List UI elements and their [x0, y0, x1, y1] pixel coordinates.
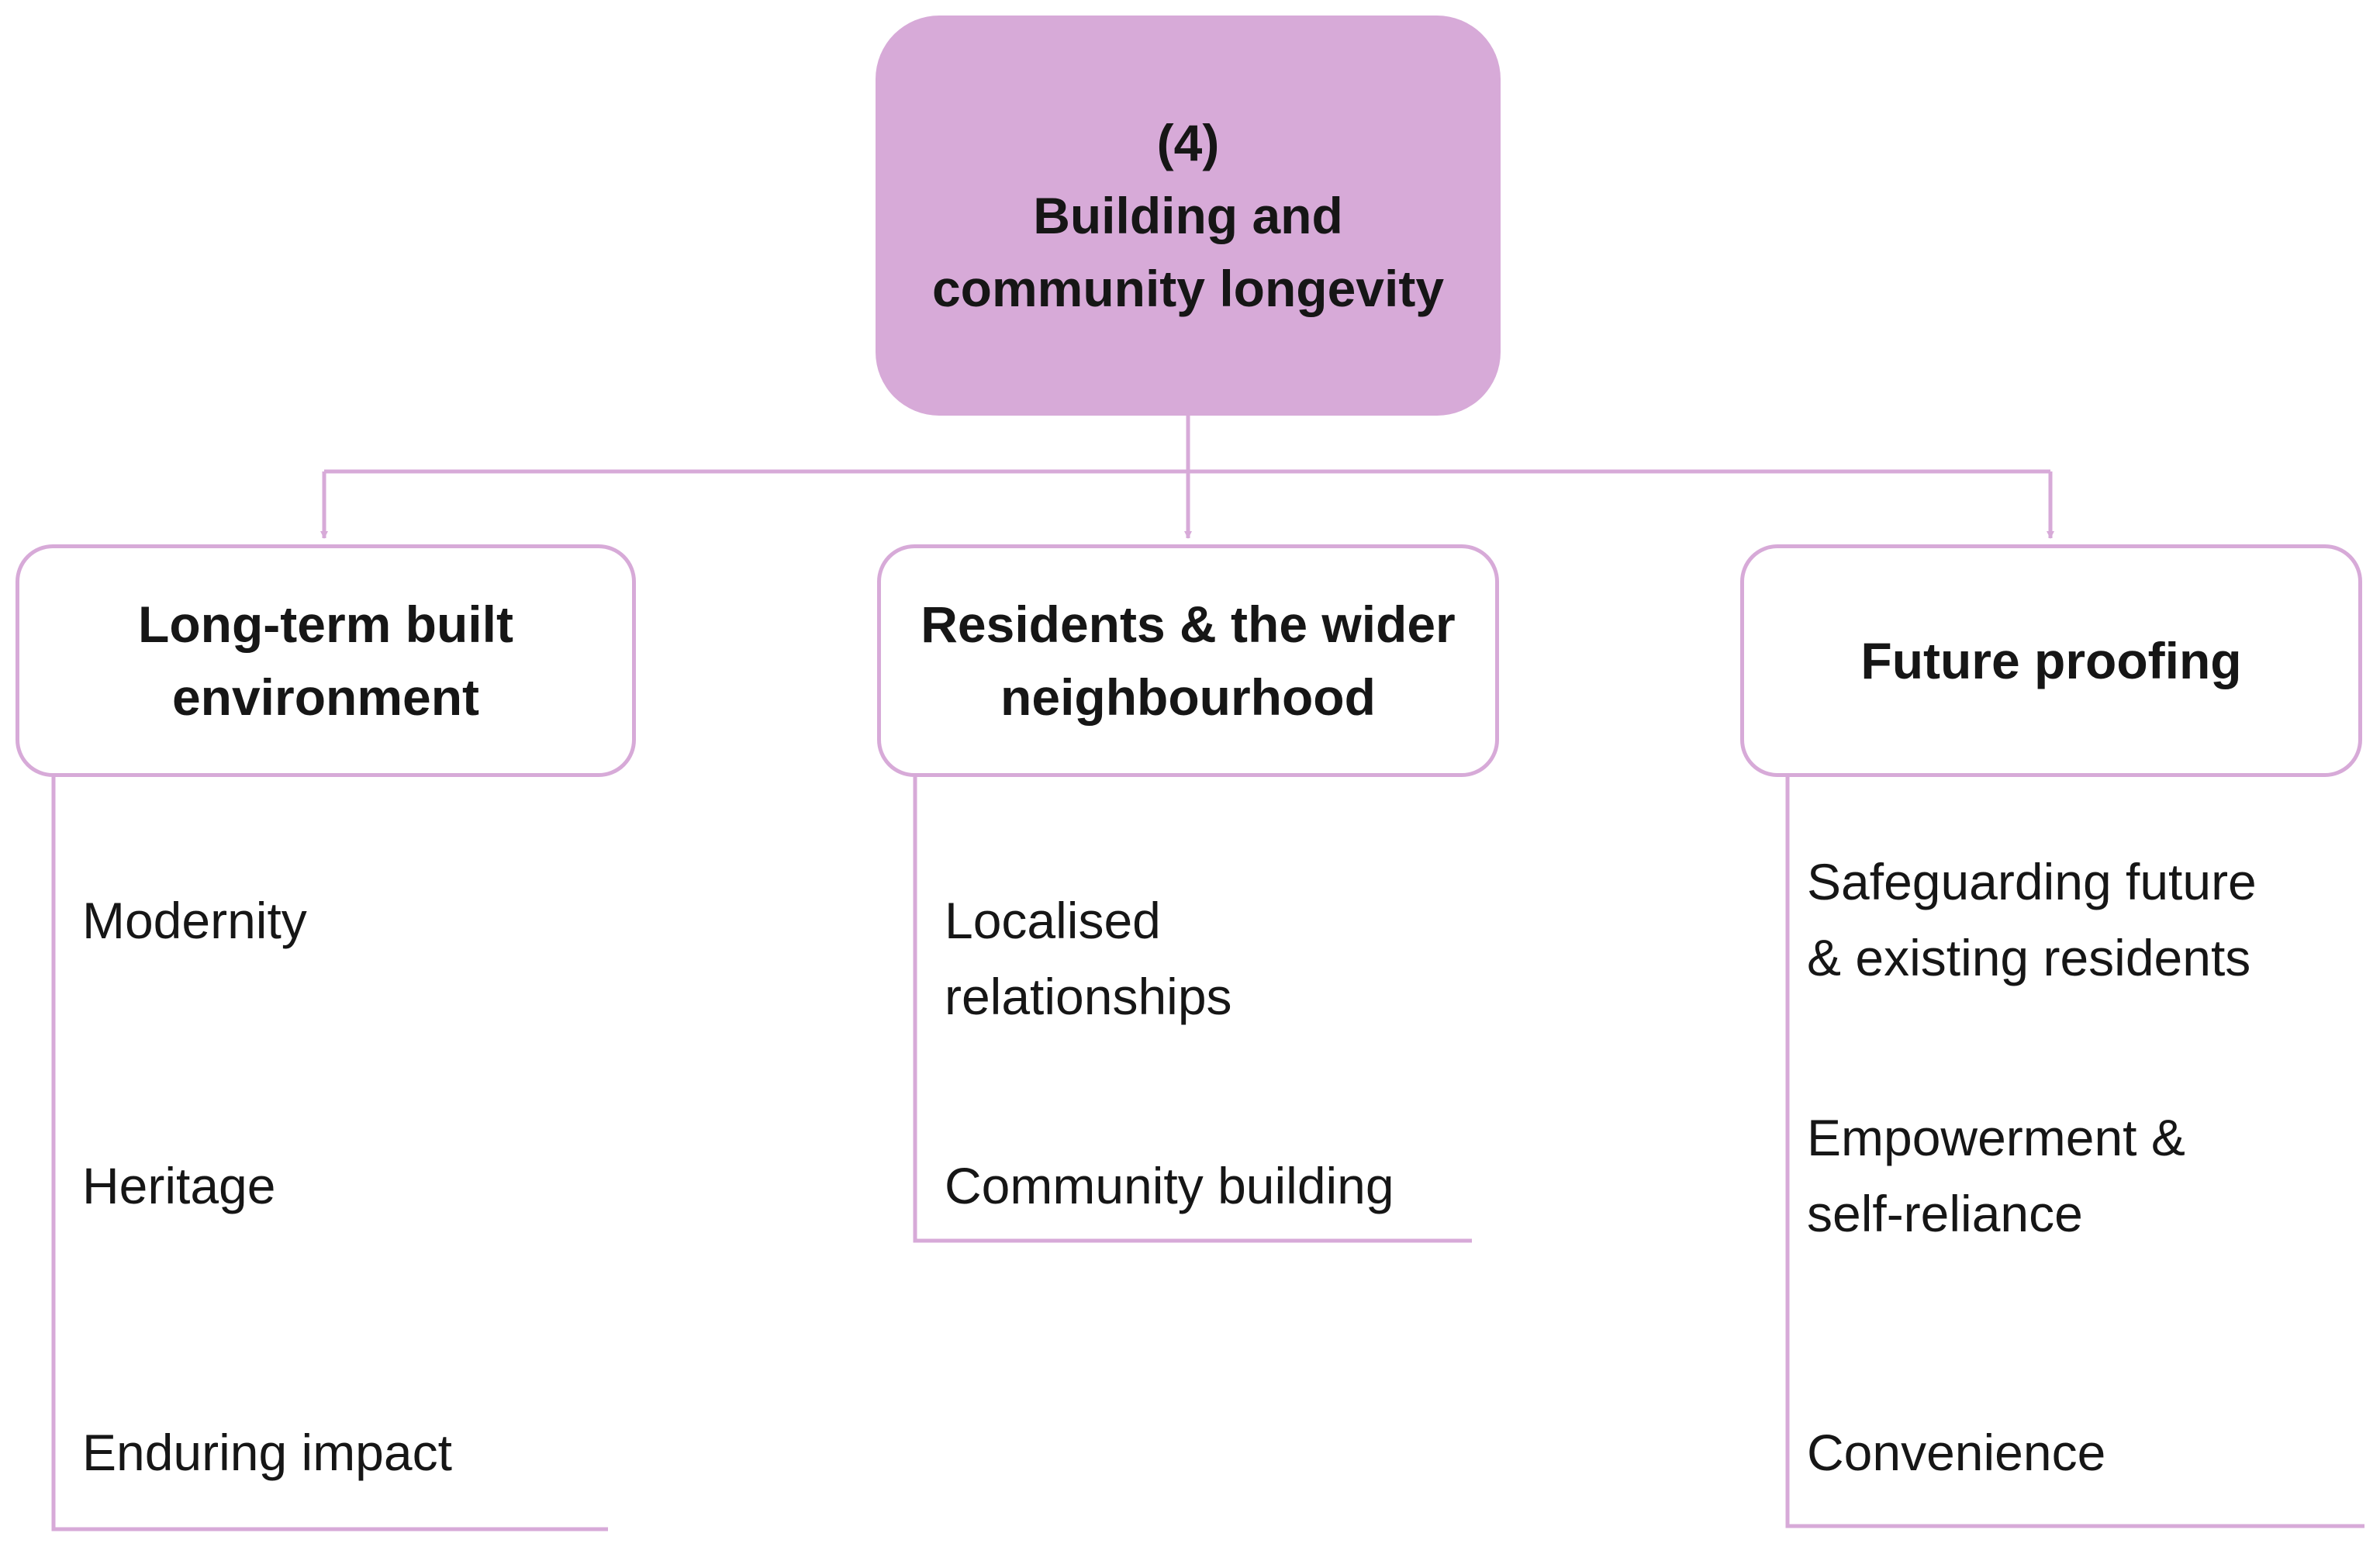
category-long-term-built-environment: Long-term built environment [16, 544, 636, 777]
category-residents-wider-neighbourhood: Residents & the wider neighbourhood [877, 544, 1499, 777]
category-label: Future proofing [1860, 632, 2242, 689]
bracket-cat-1 [913, 777, 1472, 1243]
category-label: Residents & the wider neighbourhood [921, 596, 1456, 726]
item-enduring-impact: Enduring impact [82, 1424, 452, 1481]
item-safeguarding: Safeguarding future & existing residents [1807, 853, 2257, 986]
item-heritage: Heritage [82, 1157, 276, 1214]
bracket-cat-2 [1785, 777, 2364, 1528]
category-label: Long-term built environment [138, 596, 513, 726]
category-future-proofing: Future proofing [1740, 544, 2362, 777]
item-community-building: Community building [945, 1157, 1394, 1214]
root-title: Building and community longevity [931, 187, 1445, 317]
item-empowerment: Empowerment & self-reliance [1807, 1109, 2185, 1242]
item-localised-relationships: Localised relationships [945, 892, 1232, 1025]
item-convenience: Convenience [1807, 1424, 2106, 1481]
item-modernity: Modernity [82, 892, 307, 949]
bracket-cat-0 [51, 777, 608, 1531]
root-number: (4) [1156, 114, 1220, 171]
root-node: (4) Building and community longevity [876, 16, 1501, 416]
